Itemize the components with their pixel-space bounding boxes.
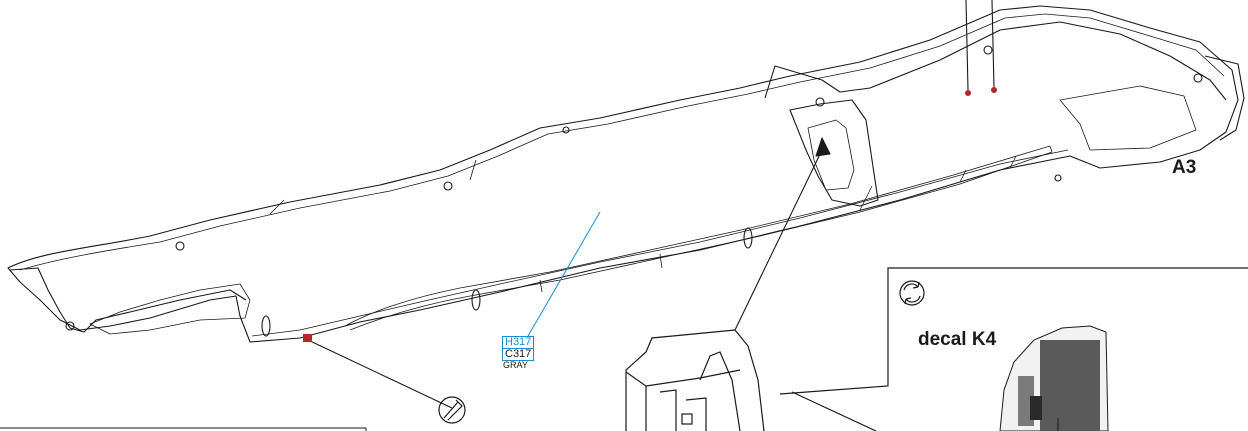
canopy-frame [764, 21, 1227, 101]
decal-label: decal K4 [918, 329, 997, 350]
leader-line [307, 339, 453, 409]
tail-frame [9, 267, 247, 333]
frame-line [269, 199, 285, 215]
tail-fin [89, 283, 251, 335]
frame-line [539, 279, 543, 293]
lower-rim [251, 149, 1069, 337]
leader-line [991, 0, 995, 89]
paint-leader [527, 211, 601, 337]
nose-tip [1204, 55, 1245, 141]
mount-hole [815, 97, 825, 107]
fuselage-outline [7, 5, 1239, 343]
cement-brush-icon [438, 396, 466, 424]
mount-hole [1054, 174, 1062, 182]
frame-line [959, 169, 967, 183]
mount-hole [983, 45, 993, 55]
paint-dot [965, 90, 971, 96]
mount-hole [562, 126, 570, 134]
paint-code-h: H317 [502, 336, 535, 348]
boss [743, 227, 753, 249]
boss [261, 315, 271, 337]
frame-line [859, 185, 873, 211]
frame-line [469, 159, 477, 181]
paint-code-c: C317 [502, 348, 535, 361]
mount-hole [443, 181, 453, 191]
window-inner [807, 119, 855, 191]
mount-hole [175, 241, 185, 251]
decal-panel [999, 325, 1109, 431]
mount-hole [1193, 73, 1203, 83]
frame-line [1009, 155, 1017, 169]
paint-name: GRAY [503, 360, 528, 370]
decal-inset [779, 267, 1248, 431]
mount-hole [65, 321, 75, 331]
rotate-arrows-icon [899, 280, 925, 306]
leader-arrowhead [815, 137, 831, 157]
nose-panel [1059, 85, 1197, 151]
frame-line [659, 253, 663, 269]
part-label: A3 [1172, 157, 1197, 178]
interior-floor-line [344, 145, 1053, 331]
leader-line [965, 0, 969, 91]
fuselage-rim [19, 13, 1225, 271]
cement-marker [303, 334, 312, 342]
boss [471, 289, 481, 311]
detail-inset [625, 329, 765, 431]
leader-line [734, 149, 823, 331]
paint-dot [991, 87, 997, 93]
